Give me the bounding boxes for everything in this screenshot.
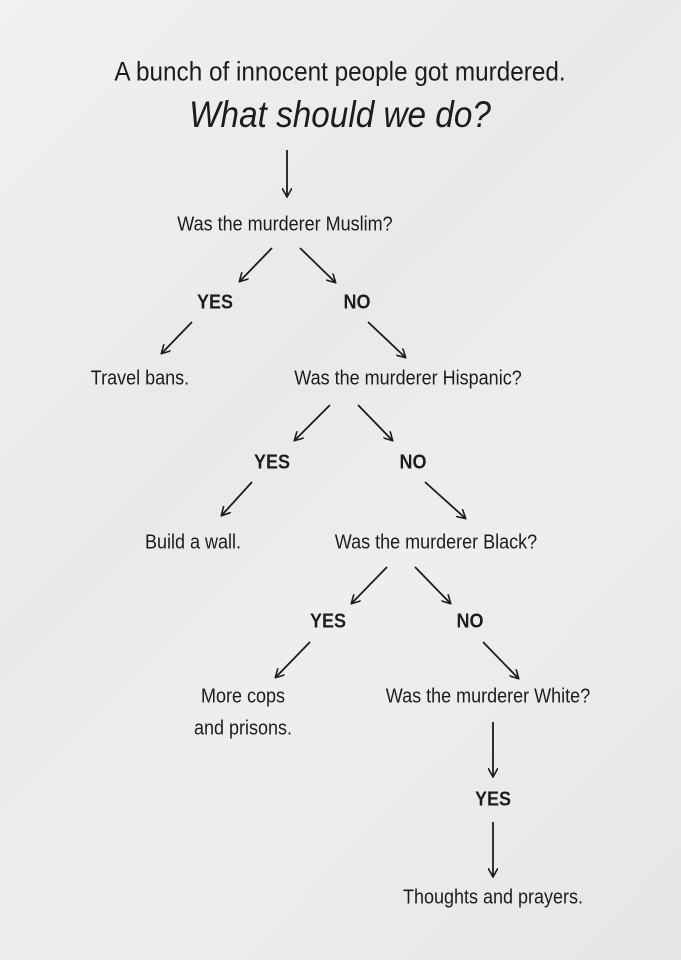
q1-yes-label: YES — [196, 291, 234, 314]
q3-no-label: NO — [456, 610, 484, 633]
arrow-yes-a2 — [222, 481, 253, 515]
answer-more-cops-line1: More cops — [200, 685, 286, 708]
arrow-no-q4 — [482, 641, 518, 678]
arrow-q3-no — [414, 566, 450, 603]
answer-more-cops-line2: and prisons. — [193, 717, 293, 740]
arrow-yes-a3 — [276, 641, 311, 677]
question-white: Was the murderer White? — [385, 685, 591, 708]
q2-no-label: NO — [399, 451, 427, 474]
question-black: Was the murderer Black? — [334, 531, 538, 554]
arrow-no-q2 — [367, 321, 405, 357]
arrow-q2-yes — [295, 404, 331, 440]
answer-travel-bans: Travel bans. — [90, 367, 190, 390]
arrow-q3-yes — [352, 566, 388, 603]
arrow-q2-no — [357, 404, 392, 440]
answer-thoughts-prayers: Thoughts and prayers. — [402, 886, 584, 909]
arrow-q1-no — [299, 247, 335, 282]
q4-yes-label: YES — [474, 788, 512, 811]
question-muslim: Was the murderer Muslim? — [177, 213, 393, 236]
q1-no-label: NO — [343, 291, 371, 314]
title-line-2: What should we do? — [189, 94, 491, 135]
arrow-no-q3 — [424, 481, 465, 518]
q3-yes-label: YES — [309, 610, 347, 633]
question-hispanic: Was the murderer Hispanic? — [294, 367, 522, 390]
title-line-1: A bunch of innocent people got murdered. — [114, 56, 566, 87]
arrow-yes-a1 — [162, 321, 193, 353]
answer-build-wall: Build a wall. — [144, 531, 242, 554]
arrow-q1-yes — [240, 247, 273, 281]
q2-yes-label: YES — [253, 451, 291, 474]
